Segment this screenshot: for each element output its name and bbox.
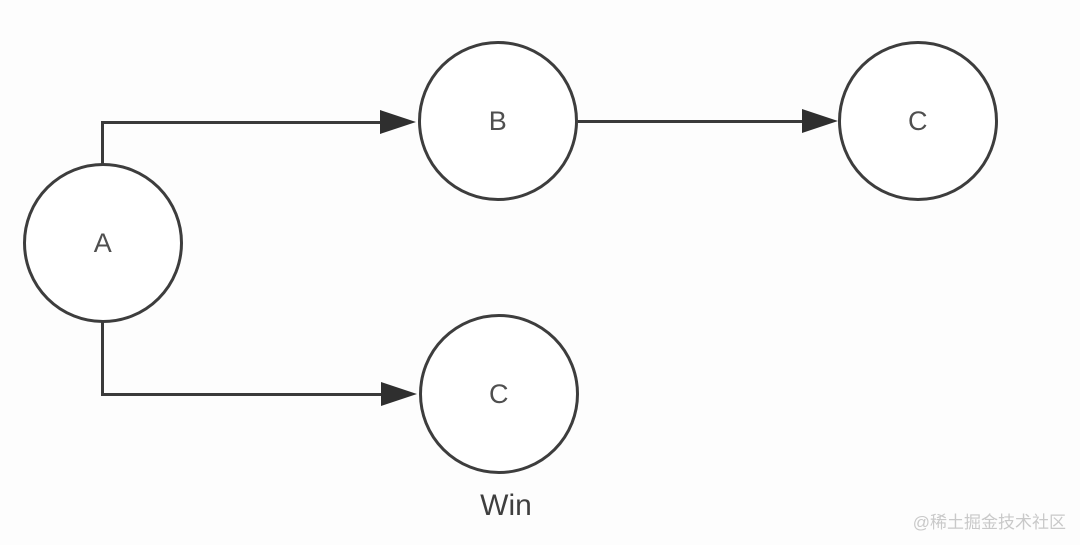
node-b: B xyxy=(418,41,578,201)
edge-a-b-horizontal-segment xyxy=(101,121,383,124)
edge-b-c-segment xyxy=(578,120,804,123)
node-a: A xyxy=(23,163,183,323)
edge-a-cwin-horizontal-segment xyxy=(101,393,382,396)
arrowhead-a-cwin xyxy=(381,382,417,406)
edge-a-cwin-vertical-segment xyxy=(101,321,104,395)
node-c-bottom-label: C xyxy=(489,378,509,409)
node-a-label: A xyxy=(93,227,113,258)
arrowhead-b-c xyxy=(802,109,838,133)
node-b-label: B xyxy=(488,105,508,136)
arrowhead-a-b xyxy=(380,110,416,134)
node-c-bottom: C xyxy=(419,314,579,474)
edge-a-b-vertical-segment xyxy=(101,123,104,165)
node-c-right: C xyxy=(838,41,998,201)
win-caption: Win xyxy=(480,489,532,522)
node-c-right-label: C xyxy=(908,105,928,136)
watermark: @稀土掘金技术社区 xyxy=(912,513,1066,532)
